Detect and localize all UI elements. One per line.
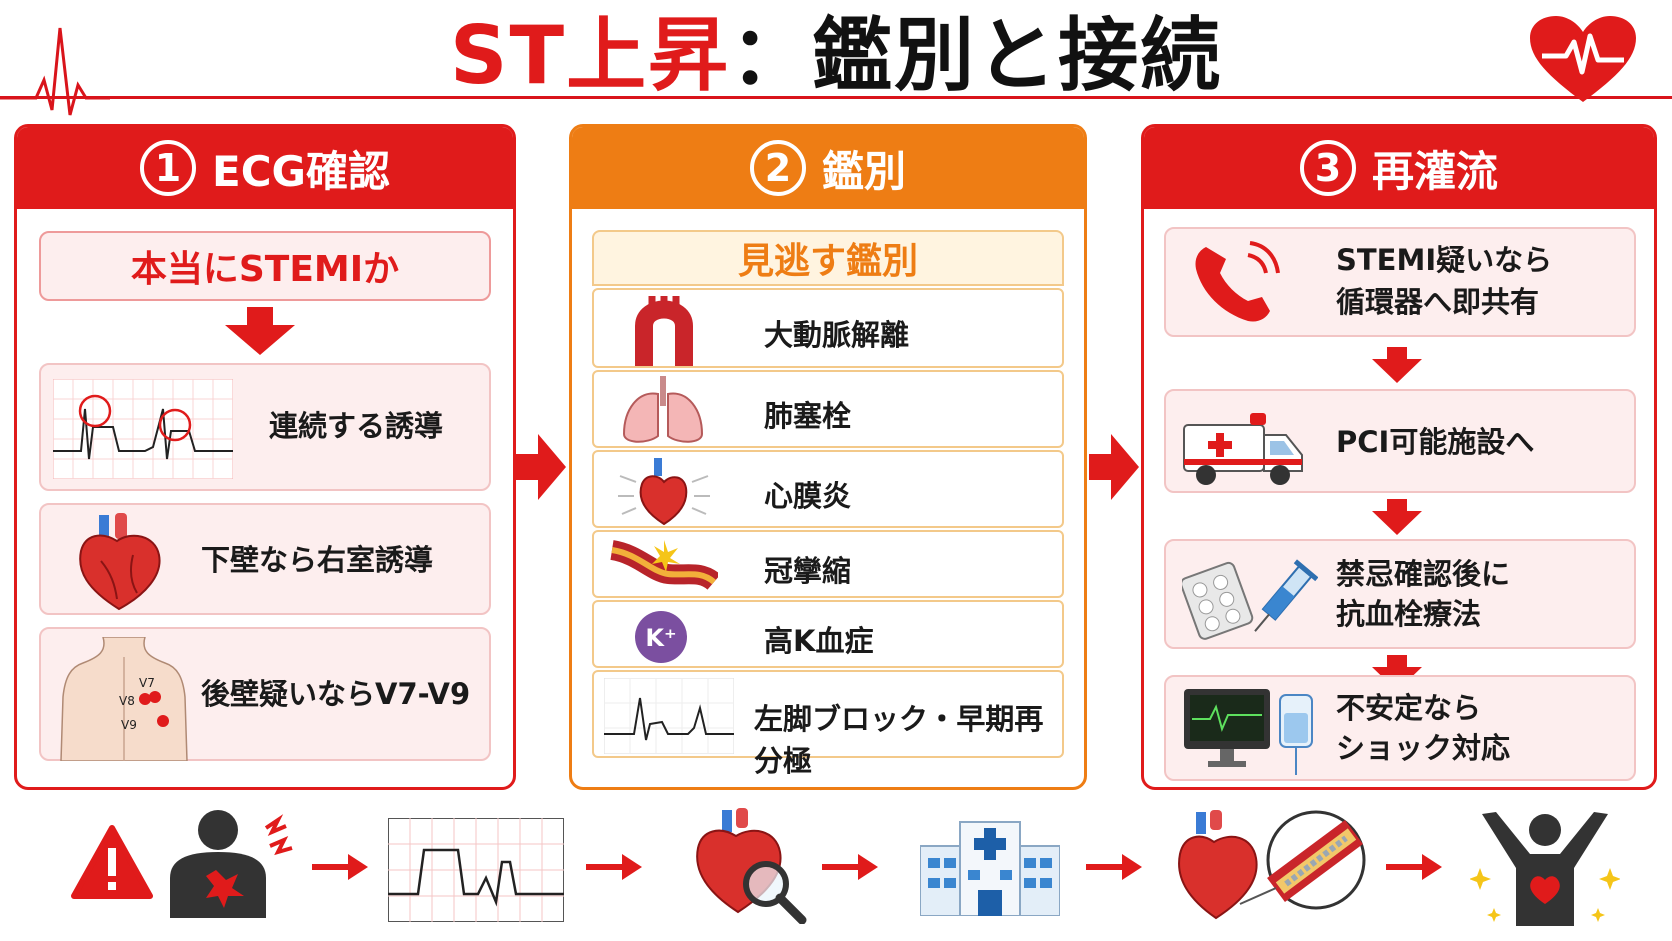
card-3-line2: 抗血栓療法 [1336,597,1482,631]
panel-2-subheading: 見逃す鑑別 [592,230,1064,286]
ddx-row-lbbb-early-repolarization: 左脚ブロック・早期再分極 [592,670,1064,778]
ddx-row-coronary-spasm: 冠攣縮 [592,530,1064,598]
panel-1-header: 1 ECG確認 [17,127,513,209]
panel-reperfusion: 3 再灌流 STEMI疑いなら 循環器へ即共有 PCI可能施設へ [1141,124,1657,790]
ddx-row-pulmonary-embolism: 肺塞栓 [592,370,1064,448]
warning-icon [71,825,153,899]
card-4-line1: 不安定なら [1336,691,1482,725]
step-number: 2 [749,140,806,196]
right-arrow-icon [516,434,566,500]
card-pci-facility: PCI可能施設へ [1164,389,1636,493]
monitor-iv-icon [1184,689,1313,775]
pills-syringe-icon [1182,559,1318,640]
card-antithrombotic: 禁忌確認後に 抗血栓療法 [1164,539,1636,649]
lead-v7-label: V7 [139,676,155,690]
ddx-row-aortic-dissection: 大動脈解離 [592,288,1064,368]
ecg-strip-icon [388,818,564,922]
card-right-ventricle-leads: 下壁なら右室誘導 [39,503,491,615]
page-title: ST上昇：鑑別と接続 [449,9,1223,102]
right-arrow-icon [1089,434,1139,500]
card-3-line1: 禁忌確認後に [1336,557,1511,591]
ecg-strip-icon [604,678,734,754]
lead-v8-label: V8 [119,694,135,708]
right-arrow-icon [1386,854,1442,880]
panel-2-header: 2 鑑別 [572,127,1084,209]
ddx-row-pericarditis: 心膜炎 [592,450,1064,528]
right-arrow-icon [586,854,642,880]
card-2-label: 下壁なら右室誘導 [201,543,434,577]
right-arrow-icon [822,854,878,880]
phone-call-icon [1195,241,1280,322]
down-arrow-icon [1372,499,1422,535]
ddx-label: 左脚ブロック・早期再分極 [754,702,1044,778]
card-1-line2: 循環器へ即共有 [1336,285,1540,319]
vessel-spasm-icon [609,540,718,591]
panel-2-heading: 鑑別 [821,146,906,196]
down-arrow-icon [1372,347,1422,383]
card-share-with-cardiology: STEMI疑いなら 循環器へ即共有 [1164,227,1636,337]
card-3-label: 後壁疑いならV7-V9 [201,677,471,711]
card-1-label: 連続する誘導 [269,409,444,443]
lead-v9-label: V9 [121,718,137,732]
potassium-icon: K⁺ [635,611,687,663]
ddx-label: 高K血症 [764,624,874,658]
card-shock-management: 不安定なら ショック対応 [1164,675,1636,781]
step-number: 3 [1299,140,1356,196]
ecg-line-icon [0,27,110,116]
inflamed-heart-icon [618,458,710,526]
title-underline [0,96,1672,99]
card-4-line2: ショック対応 [1336,731,1511,765]
ddx-label: 冠攣縮 [764,554,852,588]
panel-3-heading: 再灌流 [1371,146,1498,196]
heart-stent-icon [1178,810,1366,920]
ambulance-icon [1183,413,1303,485]
panel-3-header: 3 再灌流 [1144,127,1654,209]
card-posterior-leads: V7 V8 V9 後壁疑いならV7-V9 [39,627,491,761]
potassium-label: K⁺ [645,624,676,652]
hospital-icon [920,821,1060,916]
chest-pain-person-icon [170,810,293,918]
panel-differential: 2 鑑別 見逃す鑑別 大動脈解離 肺塞栓 心膜炎 冠攣縮 [569,124,1087,790]
card-2-line1: PCI可能施設へ [1336,425,1535,459]
down-arrow-icon [225,307,295,355]
heart-pulse-icon [1530,16,1636,102]
lungs-icon [622,376,704,443]
heart-anatomy-icon [79,513,161,611]
right-arrow-icon [312,854,368,880]
panel-1-heading: ECG確認 [212,146,390,196]
back-torso-icon: V7 V8 V9 [60,637,188,761]
panel-ecg-check: 1 ECG確認 本当にSTEMIか 連続する誘導 下壁なら右室誘導 [14,124,516,790]
aorta-icon [635,296,693,366]
recovered-person-icon [1470,812,1620,926]
heart-magnifier-icon [696,808,807,924]
right-arrow-icon [1086,854,1142,880]
step-number: 1 [140,140,196,196]
ecg-st-elevation-icon [53,379,233,479]
panel-1-subheading: 本当にSTEMIか [39,231,491,301]
card-contiguous-leads: 連続する誘導 [39,363,491,491]
ddx-row-hyperkalemia: K⁺ 高K血症 [592,600,1064,668]
ddx-label: 肺塞栓 [764,399,852,433]
ddx-label: 心膜炎 [764,479,852,513]
ddx-label: 大動脈解離 [764,318,910,352]
card-1-line1: STEMI疑いなら [1336,243,1553,277]
